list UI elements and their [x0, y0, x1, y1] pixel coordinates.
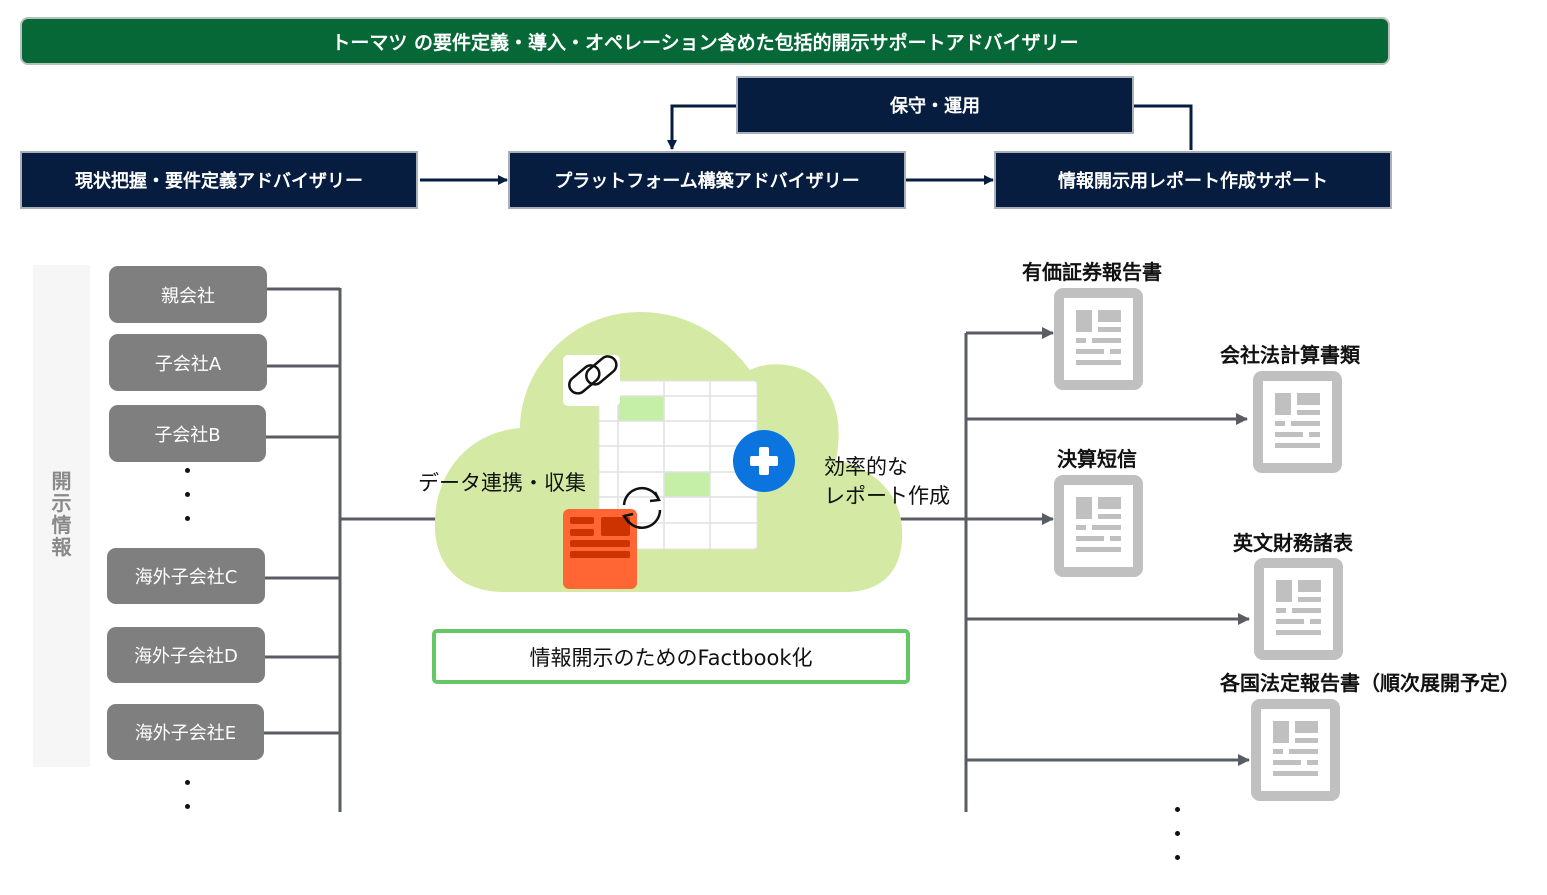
output-title-statutory-reports: 各国法定報告書（順次展開予定）: [1220, 671, 1520, 695]
phase-current-state: 現状把握・要件定義アドバイザリー: [20, 151, 418, 209]
output-connectors: [878, 327, 1250, 812]
entity-label: 海外子会社D: [134, 646, 238, 667]
ellipsis-dot: [185, 492, 190, 497]
entity-label: 子会社B: [154, 424, 221, 446]
entity-sub-b: 子会社B: [109, 405, 266, 462]
entity-parent: 親会社: [109, 266, 267, 323]
entity-sub-a: 子会社A: [109, 334, 267, 391]
phase-report-support: 情報開示用レポート作成サポート: [994, 151, 1392, 209]
phase-platform: プラットフォーム構築アドバイザリー: [508, 151, 906, 209]
output-title-english-fs: 英文財務諸表: [1233, 531, 1353, 555]
output-title-earnings-release: 決算短信: [1057, 447, 1137, 471]
ellipsis-dot: [1175, 807, 1180, 812]
factbook-label: 情報開示のためのFactbook化: [529, 645, 813, 670]
ellipsis-dot: [185, 516, 190, 521]
entity-overseas-d: 海外子会社D: [107, 627, 265, 683]
ellipsis-dot: [185, 780, 190, 785]
phase-platform-label: プラットフォーム構築アドバイザリー: [554, 171, 860, 192]
arrow-maintenance-to-platform: [667, 104, 737, 150]
entity-label: 海外子会社C: [134, 567, 238, 588]
ellipsis-dot: [1175, 831, 1180, 836]
output-title-securities-report: 有価証券報告書: [1022, 260, 1162, 284]
factbook-box: 情報開示のためのFactbook化: [432, 629, 910, 684]
output-title-companies-act: 会社法計算書類: [1220, 343, 1360, 367]
ellipsis-dot: [185, 468, 190, 473]
ellipsis-dot: [185, 804, 190, 809]
phase-connectors: [420, 104, 1193, 185]
entity-overseas-e: 海外子会社E: [107, 704, 264, 760]
entity-label: 海外子会社E: [134, 723, 237, 744]
entity-label: 子会社A: [154, 353, 222, 375]
entity-overseas-c: 海外子会社C: [107, 548, 265, 604]
efficient-label-line1: 効率的な: [824, 455, 908, 479]
banner-title: トーマツ の要件定義・導入・オペレーション含めた包括的開示サポートアドバイザリー: [331, 31, 1079, 54]
phase-current-state-label: 現状把握・要件定義アドバイザリー: [75, 171, 363, 192]
efficient-label-line2: レポート作成: [824, 484, 950, 508]
line-report-to-maintenance: [1134, 104, 1193, 150]
side-label-text: 開示情報: [51, 469, 72, 559]
entity-connectors: [264, 287, 510, 812]
phase-report-support-label: 情報開示用レポート作成サポート: [1058, 171, 1328, 192]
phase-maintenance-label: 保守・運用: [890, 96, 980, 117]
ellipsis-dot: [1175, 855, 1180, 860]
collect-label: データ連携・収集: [418, 471, 586, 495]
title-banner: トーマツ の要件定義・導入・オペレーション含めた包括的開示サポートアドバイザリー: [20, 17, 1390, 65]
disclosure-info-panel: [33, 265, 90, 767]
entity-label: 親会社: [161, 285, 215, 307]
disclosure-info-label: 開示情報: [33, 470, 90, 558]
phase-maintenance: 保守・運用: [736, 76, 1134, 134]
